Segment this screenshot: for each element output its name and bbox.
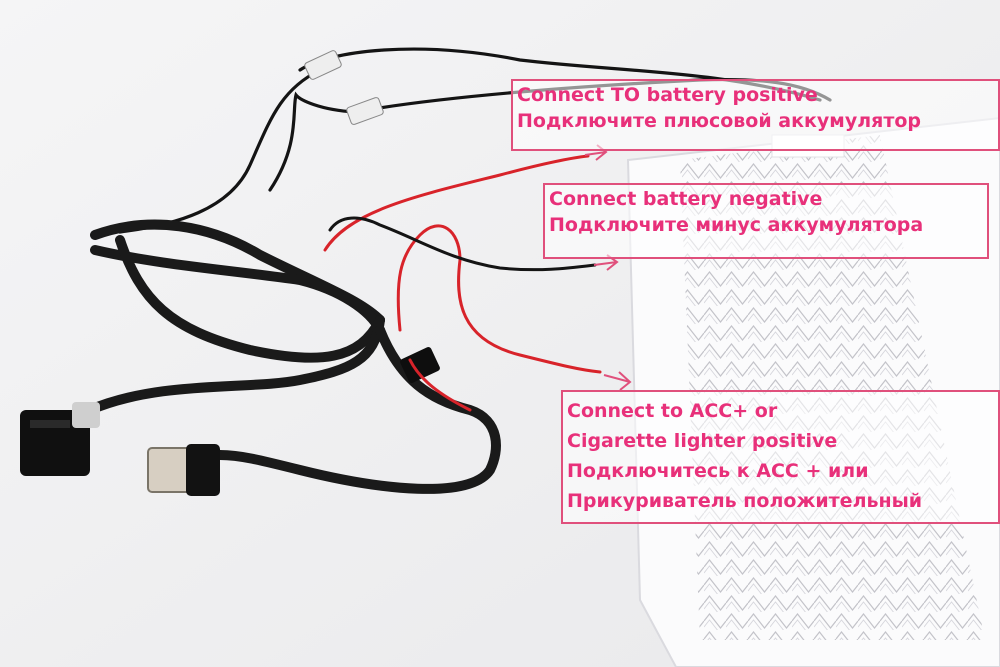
- acc-label-line-4: Прикуриватель положительный: [567, 490, 923, 512]
- inline-fuse: [400, 347, 440, 383]
- braided-harness: [85, 219, 501, 494]
- pointer-arrows: [584, 144, 632, 391]
- acc-label: Connect to ACC+ or Cigarette lighter pos…: [561, 390, 1000, 524]
- negative-wire: [328, 216, 597, 272]
- battery-negative-label-en: Connect battery negative: [549, 188, 823, 210]
- relay-module: [147, 444, 220, 496]
- positive-connectors: [304, 50, 384, 125]
- battery-negative-label: Connect battery negative Подключите мину…: [543, 183, 989, 259]
- battery-positive-label: Connect TO battery positive Подключите п…: [511, 79, 1000, 151]
- acc-label-line-1: Connect to ACC+ or: [567, 400, 778, 422]
- plug-connector: [20, 402, 100, 476]
- red-wires: [323, 154, 602, 412]
- battery-positive-label-en: Connect TO battery positive: [517, 84, 818, 106]
- acc-label-line-2: Cigarette lighter positive: [567, 430, 838, 452]
- acc-label-line-3: Подключитесь к ACC + или: [567, 460, 869, 482]
- battery-negative-label-ru: Подключите минус аккумулятора: [549, 214, 924, 236]
- battery-positive-label-ru: Подключите плюсовой аккумулятор: [517, 110, 921, 132]
